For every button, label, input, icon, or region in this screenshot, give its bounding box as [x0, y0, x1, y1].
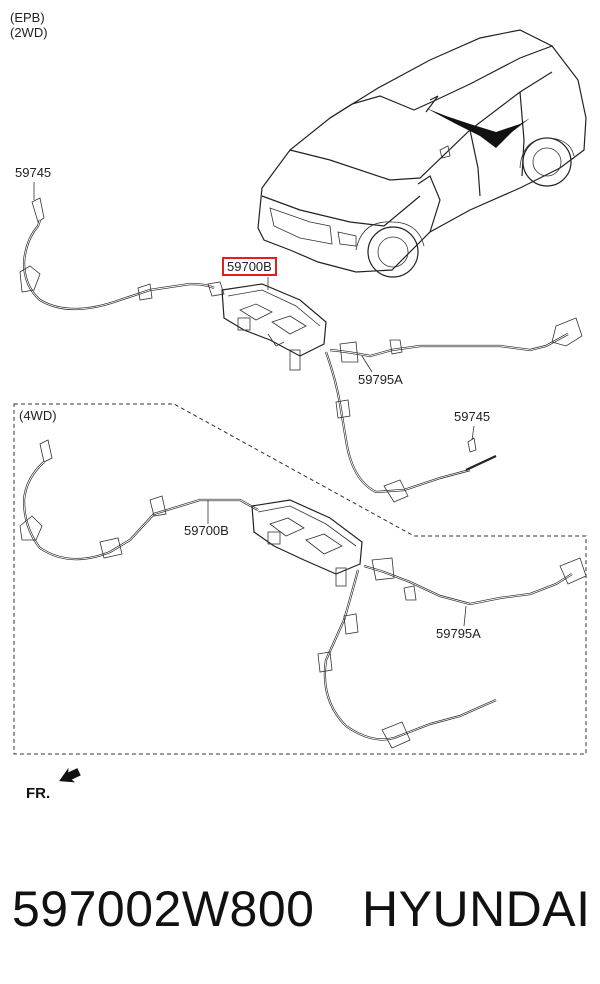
callout-59700b-4wd: 59700B — [184, 523, 229, 538]
epb-actuator-4wd — [251, 499, 363, 587]
callout-59745-4wd: 59745 — [454, 409, 491, 424]
callout-59795a-2wd: 59795A — [358, 372, 403, 387]
section-4wd-frame — [13, 403, 587, 755]
front-indicator-label: FR. — [26, 785, 51, 802]
section-4wd-label: (4WD) — [19, 408, 57, 423]
upper-cable-2wd — [19, 197, 225, 311]
vehicle-illustration — [257, 29, 587, 278]
part-number: 597002W800 — [12, 881, 315, 937]
upper-cable-4wd — [19, 439, 259, 561]
epb-actuator-2wd — [221, 283, 327, 371]
callout-59700b-2wd-highlighted: 59700B — [222, 257, 277, 276]
header-epb: (EPB) — [10, 10, 45, 25]
front-arrow-icon — [59, 767, 81, 783]
header-2wd: (2WD) — [10, 25, 48, 40]
callout-59795a-4wd: 59795A — [436, 626, 481, 641]
brand-name: HYUNDAI — [362, 881, 591, 937]
callout-59745-2wd: 59745 — [15, 165, 52, 180]
lower-cable-4wd — [317, 557, 587, 749]
lower-cable-2wd — [324, 317, 583, 503]
